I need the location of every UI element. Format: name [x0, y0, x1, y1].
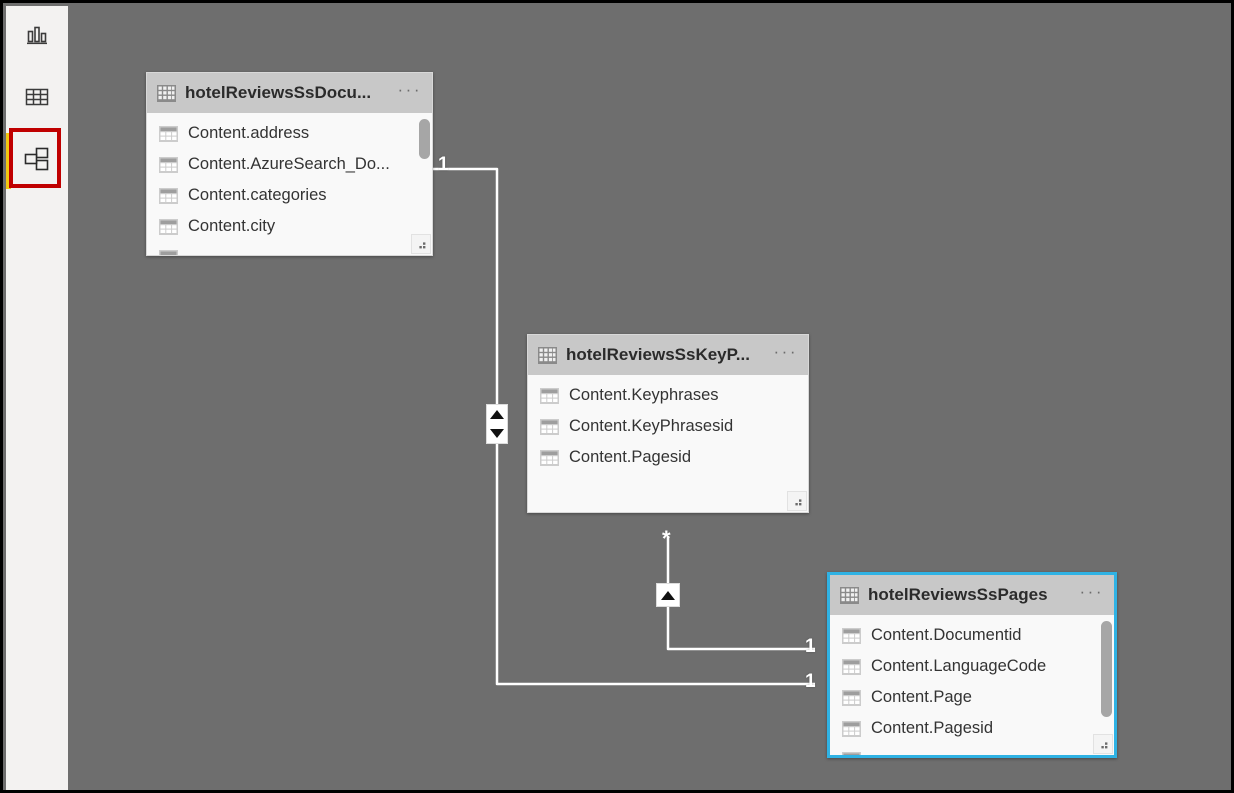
column-icon: [159, 249, 178, 255]
table-card-title: hotelReviewsSsDocu...: [185, 83, 372, 102]
field-label: Content.LanguageCode: [871, 657, 1047, 675]
vertical-scrollbar[interactable]: [419, 119, 430, 159]
column-icon: [842, 720, 861, 737]
cardinality-one-pages-upper: 1: [805, 636, 816, 657]
field-label: Content.Pagesid: [871, 719, 994, 737]
table-card-title: hotelReviewsSsKeyP...: [566, 345, 750, 364]
table-card-documents[interactable]: hotelReviewsSsDocu... ···: [146, 72, 433, 256]
column-icon: [159, 125, 178, 142]
field-row[interactable]: Content.KeyPhrasesid: [528, 411, 808, 442]
triangle-up-icon: [661, 590, 675, 600]
model-relationships-icon: [22, 145, 52, 178]
field-row[interactable]: Content.address: [147, 118, 432, 149]
resize-handle[interactable]: [411, 234, 431, 254]
table-icon: [538, 346, 557, 364]
field-row[interactable]: Content.Page: [830, 682, 1114, 713]
field-label: Content.city: [188, 217, 276, 235]
table-card-header[interactable]: hotelReviewsSsKeyP... ···: [528, 335, 808, 375]
vertical-scrollbar[interactable]: [1101, 621, 1112, 717]
column-icon: [842, 689, 861, 706]
table-card-fields[interactable]: Content.address: [147, 113, 432, 255]
column-icon: [159, 156, 178, 173]
field-row[interactable]: Content.city: [147, 211, 432, 242]
field-row-partial[interactable]: [147, 242, 432, 255]
table-card-fields[interactable]: Content.Keyphrases: [528, 375, 808, 512]
table-card-title: hotelReviewsSsPages: [868, 585, 1048, 604]
triangle-up-icon: [490, 410, 504, 419]
table-icon: [157, 84, 176, 102]
column-icon: [842, 658, 861, 675]
bar-chart-icon: [24, 22, 50, 53]
field-row[interactable]: Content.Documentid: [830, 620, 1114, 651]
field-row[interactable]: Content.AzureSearch_Do...: [147, 149, 432, 180]
column-icon: [842, 751, 861, 755]
column-icon: [159, 218, 178, 235]
table-icon: [23, 84, 51, 115]
cardinality-many-keyphrases: *: [662, 526, 671, 551]
field-label: Content.Documentid: [871, 626, 1022, 644]
field-row[interactable]: Content.categories: [147, 180, 432, 211]
table-card-header[interactable]: hotelReviewsSsDocu... ···: [147, 73, 432, 113]
resize-handle[interactable]: [1093, 734, 1113, 754]
table-card-more-options-icon[interactable]: ···: [1079, 582, 1104, 601]
field-label: Content.Page: [871, 688, 972, 706]
table-card-header[interactable]: hotelReviewsSsPages ···: [830, 575, 1114, 615]
field-row-partial[interactable]: [830, 744, 1114, 755]
cardinality-one-pages-lower: 1: [805, 671, 816, 692]
column-icon: [159, 187, 178, 204]
table-card-pages[interactable]: hotelReviewsSsPages ···: [827, 572, 1117, 758]
table-card-keyphrases[interactable]: hotelReviewsSsKeyP... ···: [527, 334, 809, 513]
column-icon: [540, 449, 559, 466]
field-row[interactable]: Content.Keyphrases: [528, 380, 808, 411]
sidebar-item-model[interactable]: [6, 130, 68, 192]
resize-handle[interactable]: [787, 491, 807, 511]
cross-filter-both-directions-icon[interactable]: [486, 404, 508, 444]
triangle-down-icon: [490, 429, 504, 438]
column-icon: [540, 387, 559, 404]
table-card-fields[interactable]: Content.Documentid: [830, 615, 1114, 755]
table-icon: [840, 586, 859, 604]
field-row[interactable]: Content.Pagesid: [528, 442, 808, 473]
sidebar-item-report[interactable]: [6, 6, 68, 68]
field-label: Content.KeyPhrasesid: [569, 417, 734, 435]
view-switcher-rail: [6, 6, 68, 790]
field-label: Content.categories: [188, 186, 327, 204]
field-label: Content.address: [188, 124, 310, 142]
cardinality-one-documents: 1: [438, 154, 449, 175]
field-label: Content.AzureSearch_Do...: [188, 155, 390, 173]
cross-filter-single-direction-icon[interactable]: [656, 583, 680, 607]
active-view-accent-bar: [6, 133, 11, 189]
field-row[interactable]: Content.LanguageCode: [830, 651, 1114, 682]
column-icon: [842, 627, 861, 644]
field-row[interactable]: Content.Pagesid: [830, 713, 1114, 744]
table-card-more-options-icon[interactable]: ···: [773, 342, 798, 361]
field-label: Content.Pagesid: [569, 448, 692, 466]
field-label: Content.Keyphrases: [569, 386, 719, 404]
sidebar-item-data[interactable]: [6, 68, 68, 130]
table-card-more-options-icon[interactable]: ···: [397, 80, 422, 99]
column-icon: [540, 418, 559, 435]
model-canvas[interactable]: 1 * 1 1: [68, 6, 1231, 790]
